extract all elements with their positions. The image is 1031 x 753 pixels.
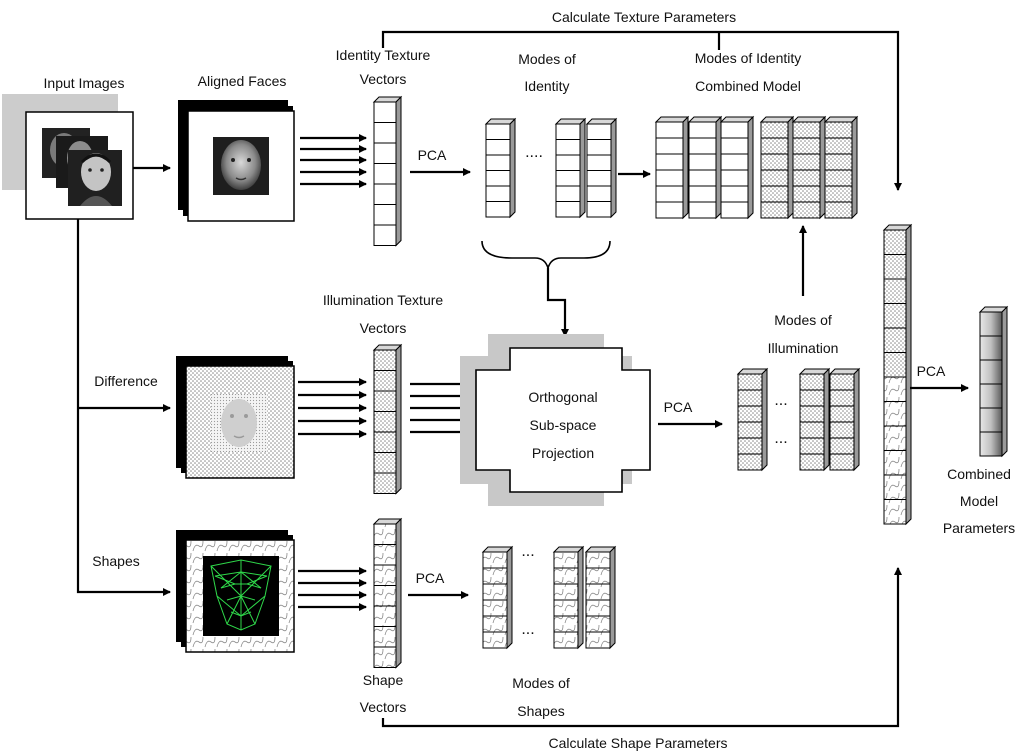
combined-params-label-1: Combined [947,466,1011,482]
modes-illum-ellipsis-1: ... [774,392,787,409]
combined-mode-column [687,115,723,220]
combined-model-parameters [978,305,1009,458]
face-mesh-icon [203,556,279,636]
shapes-label: Shapes [92,553,139,569]
input-images-label: Input Images [44,75,125,91]
illum-mode-column [736,367,769,472]
pca-label-illum: PCA [664,399,693,415]
face-photo-icon [211,394,267,452]
difference-images-stack [176,356,295,479]
difference-to-vectors-arrows [298,378,367,438]
identity-texture-vectors-label-1: Identity Texture [336,47,431,63]
modes-shapes-ellipsis-1: ... [521,543,534,560]
osp-box: Orthogonal Sub-space Projection [460,334,651,506]
identity-mode-column [585,117,618,219]
vector-columns [372,95,1009,669]
difference-label: Difference [94,373,158,389]
identity-texture-vectors-label-2: Vectors [360,71,407,87]
shape-images-stack [176,530,295,653]
shape-mode-column [481,545,514,650]
modes-identity-combined-label-2: Combined Model [695,78,801,94]
modes-of-identity-label-2: Identity [524,78,569,94]
pca-label-combined: PCA [917,363,946,379]
modes-shapes-label-2: Shapes [517,703,564,719]
osp-label-3: Projection [532,445,594,461]
combined-mode-column [759,115,795,220]
illum-mode-column [828,367,861,472]
aligned-faces-stack [178,100,295,222]
modes-identity-combined-label-1: Modes of Identity [695,50,802,66]
combined-params-label-3: Parameters [943,520,1015,536]
shape-vector [372,517,403,669]
calc-texture-label: Calculate Texture Parameters [552,9,736,25]
osp-label-2: Sub-space [530,417,597,433]
illum-mode-column [798,367,831,472]
combined-mode-column [719,115,755,220]
modes-illum-label-2: Illumination [768,340,839,356]
combined-mode-column [654,115,690,220]
input-images-stack [2,94,134,220]
shape-vectors-label-1: Shape [363,672,404,688]
aligned-to-vectors-arrows [300,134,367,188]
aligned-faces-label: Aligned Faces [198,73,287,89]
modes-illum-ellipsis-2: ... [774,430,787,447]
identity-texture-vector [372,95,403,247]
identity-mode-column [484,117,517,219]
pca-label-identity: PCA [418,147,447,163]
identity-mode-column [554,117,587,219]
modes-of-identity-label-1: Modes of [518,51,576,67]
modes-illum-label-1: Modes of [774,312,832,328]
illum-texture-vectors-label-1: Illumination Texture [323,292,444,308]
face-photo-icon [213,137,269,195]
calc-shape-label: Calculate Shape Parameters [549,735,728,751]
combined-mode-column [823,115,859,220]
combined-mode-column [791,115,827,220]
shape-mode-column [552,545,585,650]
combined-params-label-2: Model [960,493,998,509]
pca-label-shapes: PCA [416,570,445,586]
identity-brace [481,240,611,271]
face-photo-icon [42,128,122,206]
illum-texture-vector [372,343,403,495]
shape-mode-column [584,545,617,650]
modes-identity-ellipsis: .... [525,144,543,161]
osp-label-1: Orthogonal [528,389,597,405]
combined-parameter-vector [882,223,913,526]
modes-shapes-label-1: Modes of [512,675,570,691]
shapes-to-vectors-arrows [298,567,367,611]
illum-texture-vectors-label-2: Vectors [360,320,407,336]
modes-shapes-ellipsis-2: ... [521,621,534,638]
shape-vectors-label-2: Vectors [360,699,407,715]
